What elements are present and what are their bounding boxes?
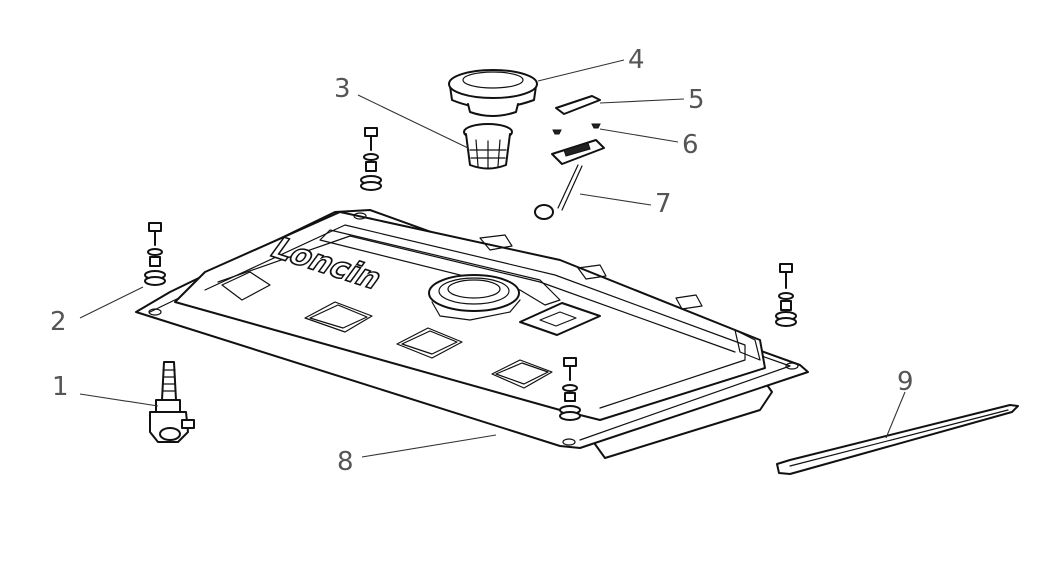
callout-7: 7 [655,189,672,219]
callout-6: 6 [682,130,699,160]
leader-lines [79,59,906,458]
fuel-cock [149,361,195,443]
callout-4: 4 [628,45,645,75]
rubber-strip [776,404,1019,475]
callout-1: 1 [52,372,69,402]
callout-5: 5 [688,85,705,115]
bolt-set-front [559,357,581,421]
callout-8: 8 [337,447,354,477]
fuel-tank: Loncin [135,209,809,459]
callout-labels: 1 2 3 4 5 6 7 8 9 [50,45,914,477]
gauge-cover [555,95,601,115]
fuel-cap [448,69,538,117]
bolt-set-left [144,222,166,286]
callout-3: 3 [334,74,351,104]
screws [552,123,601,135]
fuel-gauge [534,139,605,220]
fuel-strainer [463,123,513,170]
bolt-set-right [775,263,797,327]
callout-2: 2 [50,307,67,337]
callout-9: 9 [897,367,914,397]
bolt-set-upper-left [360,127,382,191]
